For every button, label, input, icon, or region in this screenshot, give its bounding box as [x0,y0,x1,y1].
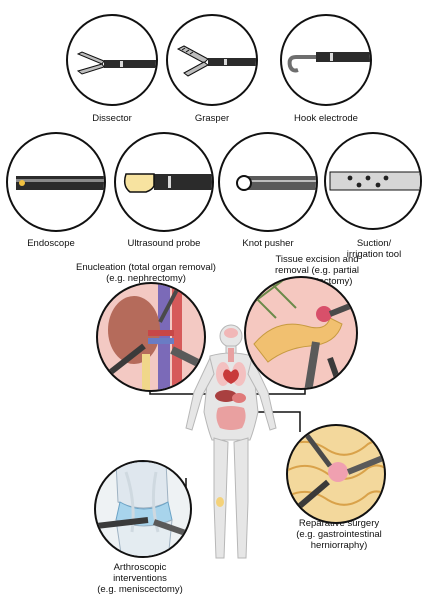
arthroscopic-label: Arthroscopic interventions (e.g. menisce… [97,562,183,595]
herniorraphy-scene [286,424,386,524]
pancreatectomy-scene [244,276,358,390]
kidney-icon [108,296,160,364]
pancreas-icon [253,317,343,363]
brain-icon [224,328,238,338]
dissector-icon [76,51,156,75]
knot-pusher-panel [218,132,318,232]
intestines-icon [216,406,246,430]
ultrasound-probe-panel [114,132,214,232]
endoscope-icon [16,176,104,190]
dissector-panel [66,14,158,106]
human-body-figure [185,324,277,559]
heart-icon [223,369,239,384]
ultrasound-probe-icon [123,173,212,193]
nephrectomy-scene [96,282,206,392]
hook-electrode-label: Hook electrode [294,113,358,124]
suction-irrigation-label: Suction/ irrigation tool [346,238,402,260]
grasper-label: Grasper [194,113,230,124]
endoscope-label: Endoscope [27,238,75,249]
hook-electrode-panel [280,14,372,106]
stomach-icon [232,393,246,403]
endoscope-panel [6,132,106,232]
suction-irrigation-icon [329,171,420,191]
suction-irrigation-panel [324,132,422,230]
knot-pusher-label: Knot pusher [242,238,294,249]
ultrasound-probe-label: Ultrasound probe [127,238,201,249]
liver-icon [215,390,237,402]
grasper-panel [166,14,258,106]
hook-electrode-icon [287,52,370,73]
meniscectomy-scene [94,460,192,558]
knee-marker [216,497,224,507]
knee-joint-icon [115,462,169,509]
knot-pusher-icon [236,175,316,191]
grasper-icon [176,45,256,77]
dissector-label: Dissector [92,113,132,124]
enucleation-label: Enucleation (total organ removal) (e.g. … [76,262,216,284]
